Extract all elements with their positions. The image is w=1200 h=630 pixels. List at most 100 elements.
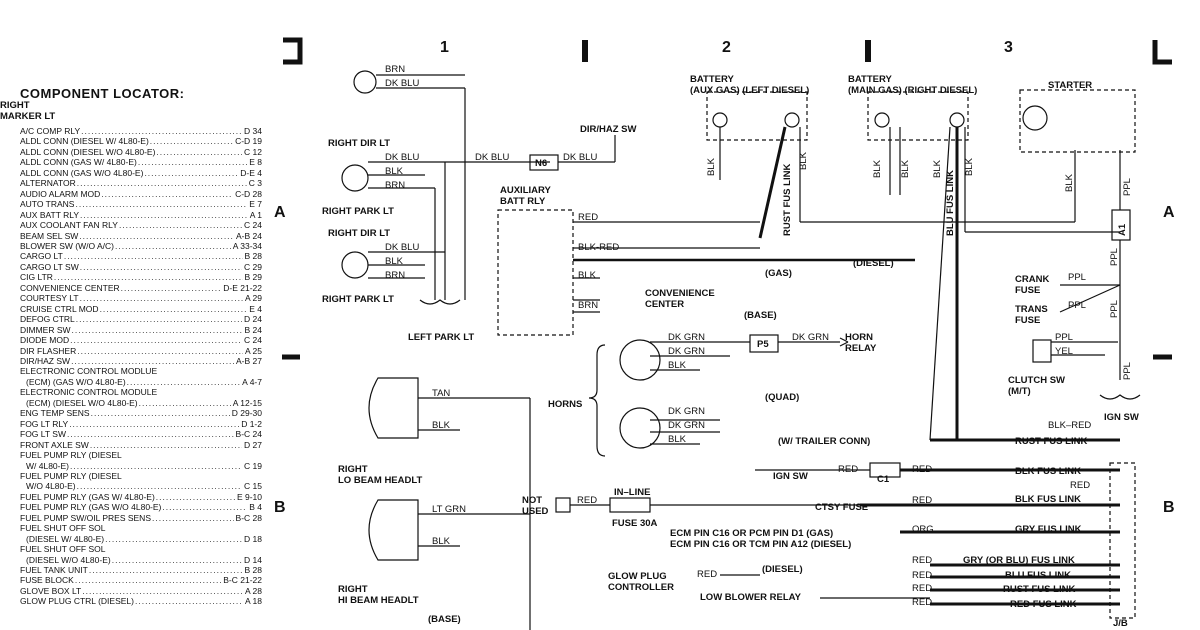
locator-row-name: CONVENIENCE CENTER xyxy=(20,282,120,293)
locator-row-grid: C 3 xyxy=(248,178,262,189)
locator-row-name: COURTESY LT xyxy=(20,293,79,304)
right-park-lt-label-2: RIGHT PARK LT xyxy=(322,294,394,305)
locator-row-grid: C 24 xyxy=(244,335,262,346)
locator-row: DIR/HAZ SWA-B 27 xyxy=(20,356,262,366)
locator-row-name: FUEL SHUT OFF SOL xyxy=(20,523,106,534)
wire-label: PPL xyxy=(1109,248,1120,266)
ign-sw-label-2: IGN SW xyxy=(773,471,808,482)
battery-aux xyxy=(706,91,808,141)
clutch-sw-label: CLUTCH SW(M/T) xyxy=(1008,375,1065,397)
locator-row: ALTERNATORC 3 xyxy=(20,178,262,188)
grid-col-3: 3 xyxy=(1004,39,1013,56)
locator-row-grid: A-B 27 xyxy=(236,355,262,366)
wire-label: TAN xyxy=(432,388,450,399)
base-label: (BASE) xyxy=(744,310,777,321)
locator-row-grid: D 1-2 xyxy=(241,418,262,429)
locator-row: (ECM) (DIESEL W/O 4L80-E)A 12-15 xyxy=(20,398,262,408)
right-dir-lt-label-2: RIGHT DIR LT xyxy=(328,228,390,239)
wire-label: YEL xyxy=(1055,346,1073,357)
horns-label: HORNS xyxy=(548,399,582,410)
locator-row: ALDL CONN (DIESEL W/O 4L80-E)C 12 xyxy=(20,147,262,157)
grid-col-2: 2 xyxy=(722,39,731,56)
wire-label: DK BLU xyxy=(385,152,419,163)
wire-label: LT GRN xyxy=(432,504,466,515)
wire-label: DK GRN xyxy=(668,346,705,357)
wire-label: RED xyxy=(912,583,932,594)
locator-row-grid: A 12-15 xyxy=(232,397,262,408)
ecm-pin-label: ECM PIN C16 OR PCM PIN D1 (GAS)ECM PIN C… xyxy=(670,528,851,550)
wire-label: BLK xyxy=(932,159,943,178)
locator-row-name: BLOWER SW (W/O A/C) xyxy=(20,240,114,251)
c1-label: C1 xyxy=(877,474,890,485)
locator-row-name: W/ 4L80-E) xyxy=(26,460,69,471)
locator-row-name: ALDL CONN (DIESEL W/ 4L80-E) xyxy=(20,136,149,147)
wire-label: BRN xyxy=(578,300,598,311)
locator-row-grid: C 19 xyxy=(244,460,262,471)
locator-row: FRONT AXLE SWD 27 xyxy=(20,440,262,450)
battery-aux-label: BATTERY(AUX GAS) (LEFT DIESEL) xyxy=(690,74,809,96)
wire-label: DK BLU xyxy=(385,78,419,89)
corner-mark xyxy=(1152,40,1172,65)
locator-row-name: FUEL PUMP RLY (DIESEL xyxy=(20,450,122,461)
locator-row: DIR FLASHERA 25 xyxy=(20,346,262,356)
starter-label: STARTER xyxy=(1048,80,1092,91)
locator-row: (DIESEL W/ 4L80-E)D 18 xyxy=(20,534,262,544)
blu-fus-link-label: BLU FUS LINK xyxy=(1005,570,1071,581)
wire-label: BLK xyxy=(964,157,975,176)
locator-row-name: AUDIO ALARM MOD xyxy=(20,188,101,199)
locator-row-grid: B-C 24 xyxy=(235,429,262,440)
locator-row: DIMMER SWB 24 xyxy=(20,325,262,335)
connector-a1 xyxy=(1111,209,1131,241)
wire-label: RED xyxy=(578,212,598,223)
wire-label: PPL xyxy=(1122,362,1133,380)
trailer-conn-label: (W/ TRAILER CONN) xyxy=(778,436,870,447)
wire-label: DK GRN xyxy=(668,406,705,417)
locator-row: FUEL TANK UNITB 28 xyxy=(20,565,262,575)
wire-label: BLK xyxy=(872,159,883,178)
locator-row: W/O 4L80-E) C 15 xyxy=(20,481,262,491)
n6-label: N6 xyxy=(535,158,547,169)
junction-block xyxy=(1109,462,1136,619)
wire-label: BRN xyxy=(385,180,405,191)
locator-row: BLOWER SW (W/O A/C) A 33-34 xyxy=(20,241,262,251)
in-line-fuse xyxy=(609,497,651,513)
locator-row: FUEL PUMP SW/OIL PRES SENSB-C 28 xyxy=(20,513,262,523)
ign-sw-label: IGN SW xyxy=(1104,412,1139,423)
grid-row-a-right: A xyxy=(1163,204,1175,221)
locator-row-name: FUEL PUMP RLY (GAS W/O 4L80-E) xyxy=(20,502,162,513)
locator-row-name: FUEL PUMP RLY (DIESEL xyxy=(20,470,122,481)
locator-row-name: (DIESEL W/ 4L80-E) xyxy=(26,533,105,544)
wire-label: BRN xyxy=(385,270,405,281)
locator-row-grid: C 15 xyxy=(244,481,262,492)
locator-row: ALDL CONN (DIESEL W/ 4L80-E)C-D 19 xyxy=(20,136,262,146)
battery-main xyxy=(867,91,969,141)
wire-label: RED xyxy=(912,464,932,475)
wire-label: RED xyxy=(912,495,932,506)
locator-row-name: W/O 4L80-E) xyxy=(26,481,76,492)
dir-haz-sw-label: DIR/HAZ SW xyxy=(580,124,637,135)
grid-col-1: 1 xyxy=(440,39,449,56)
locator-row-name: ELECTRONIC CONTROL MODLUE xyxy=(20,366,158,377)
aux-batt-relay xyxy=(497,209,574,336)
locator-row-grid: A 33-34 xyxy=(232,240,262,251)
wire-label: BLK xyxy=(668,360,687,371)
locator-row-name: AUX BATT RLY xyxy=(20,209,80,220)
locator-row-name: CRUISE CTRL MOD xyxy=(20,303,99,314)
gry-fus-link-label: GRY FUS LINK xyxy=(1015,524,1082,535)
wire-label: BLK xyxy=(578,270,597,281)
locator-row-grid: B-C 21-22 xyxy=(223,575,262,586)
locator-row-name: A/C COMP RLY xyxy=(20,126,81,136)
grid-row-b-right: B xyxy=(1163,499,1175,516)
locator-row: FOG LT SWB-C 24 xyxy=(20,429,262,439)
hi-beam-headlight xyxy=(368,499,419,561)
blk-fus-link-label: BLK FUS LINK xyxy=(1015,466,1081,477)
wire-label: DK GRN xyxy=(668,420,705,431)
wire-label: PPL xyxy=(1122,178,1133,196)
wire-label: BLK xyxy=(432,536,451,547)
wire-label: BLK xyxy=(432,420,451,431)
right-dir-lamp xyxy=(341,164,369,192)
